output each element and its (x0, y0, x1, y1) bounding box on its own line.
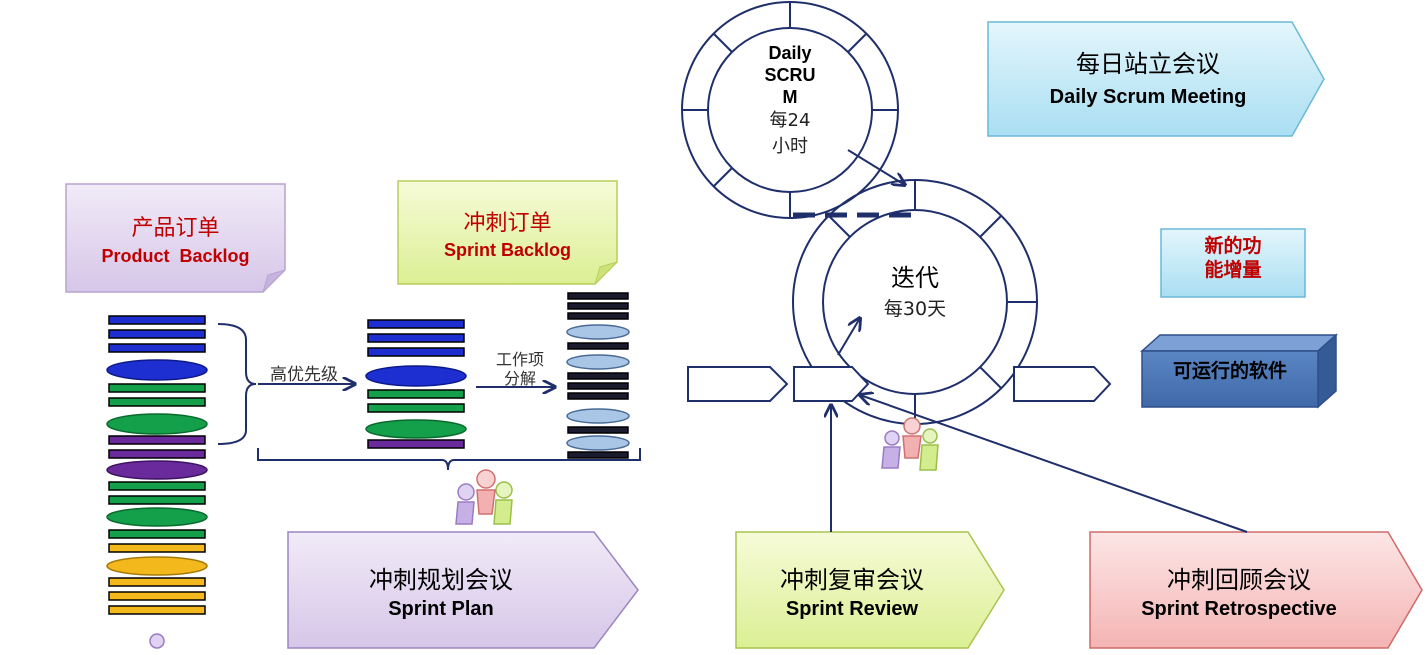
sprint-backlog-en: Sprint Backlog (443, 240, 572, 260)
person-icon-partial (149, 633, 165, 649)
sprint-backlog-cn: 冲刺订单 (463, 211, 552, 236)
daily-cycle-freq1: 每24 (769, 110, 811, 131)
working-software-label: 可运行的软件 (1172, 360, 1287, 382)
product-backlog-cn: 产品订单 (131, 216, 220, 241)
daily-cycle-ring (681, 1, 905, 219)
sprint-review-cn: 冲刺复审会议 (780, 566, 924, 594)
team-people-icon (455, 469, 513, 525)
sprint-retrospective-en: Sprint Retrospective (1141, 598, 1337, 620)
output-arrow (1013, 366, 1112, 402)
increment-box (1160, 228, 1306, 298)
sprint-retrospective-callout (1089, 531, 1423, 649)
sprint-review-en: Sprint Review (785, 598, 919, 620)
working-software-box (1140, 333, 1338, 409)
daily-scrum-meeting-cn: 每日站立会议 (1076, 50, 1220, 78)
entry-arrow (793, 366, 870, 402)
sprint-plan-cn: 冲刺规划会议 (369, 566, 513, 594)
priority-label: 高优先级 (270, 365, 338, 385)
iteration-title: 迭代 (891, 264, 939, 292)
sprint-plan-brace (257, 448, 641, 471)
product-backlog-en: Product Backlog (101, 246, 250, 266)
sprint-retrospective-cn: 冲刺回顾会议 (1167, 566, 1311, 594)
daily-cycle-label: Daily SCRU M (735, 42, 845, 108)
decompose-label: 工作项 分解 (480, 350, 560, 388)
input-arrow (687, 366, 789, 402)
retrospective-feedback-arrow (860, 395, 1248, 533)
decompose-line2: 分解 (503, 369, 536, 388)
increment-label: 新的功 能增量 (1161, 234, 1305, 282)
product-backlog-stack (106, 315, 208, 615)
daily-scrum-meeting-en: Daily Scrum Meeting (1049, 86, 1247, 108)
increment-line1: 新的功 (1204, 235, 1262, 257)
daily-cycle-line2: SCRU (764, 65, 816, 85)
sprint-backlog-stack (365, 319, 467, 449)
team-people-icon-2 (881, 417, 939, 471)
iteration-frequency: 每30天 (883, 298, 947, 320)
sprint-plan-en: Sprint Plan (388, 598, 494, 620)
daily-cycle-freq2: 小时 (772, 136, 808, 157)
sprint-review-callout (735, 531, 1005, 649)
product-backlog-note (65, 183, 286, 293)
daily-cycle-line1: Daily (768, 43, 812, 63)
task-stack (566, 292, 630, 459)
daily-scrum-meeting-callout (987, 21, 1325, 137)
decompose-line1: 工作项 (495, 350, 544, 369)
sprint-backlog-note (397, 180, 618, 285)
daily-cycle-frequency: 每24 小时 (735, 108, 845, 160)
increment-line2: 能增量 (1204, 259, 1262, 281)
priority-bracket (217, 323, 257, 445)
sprint-plan-callout (287, 531, 639, 649)
daily-cycle-line3: M (782, 87, 798, 107)
